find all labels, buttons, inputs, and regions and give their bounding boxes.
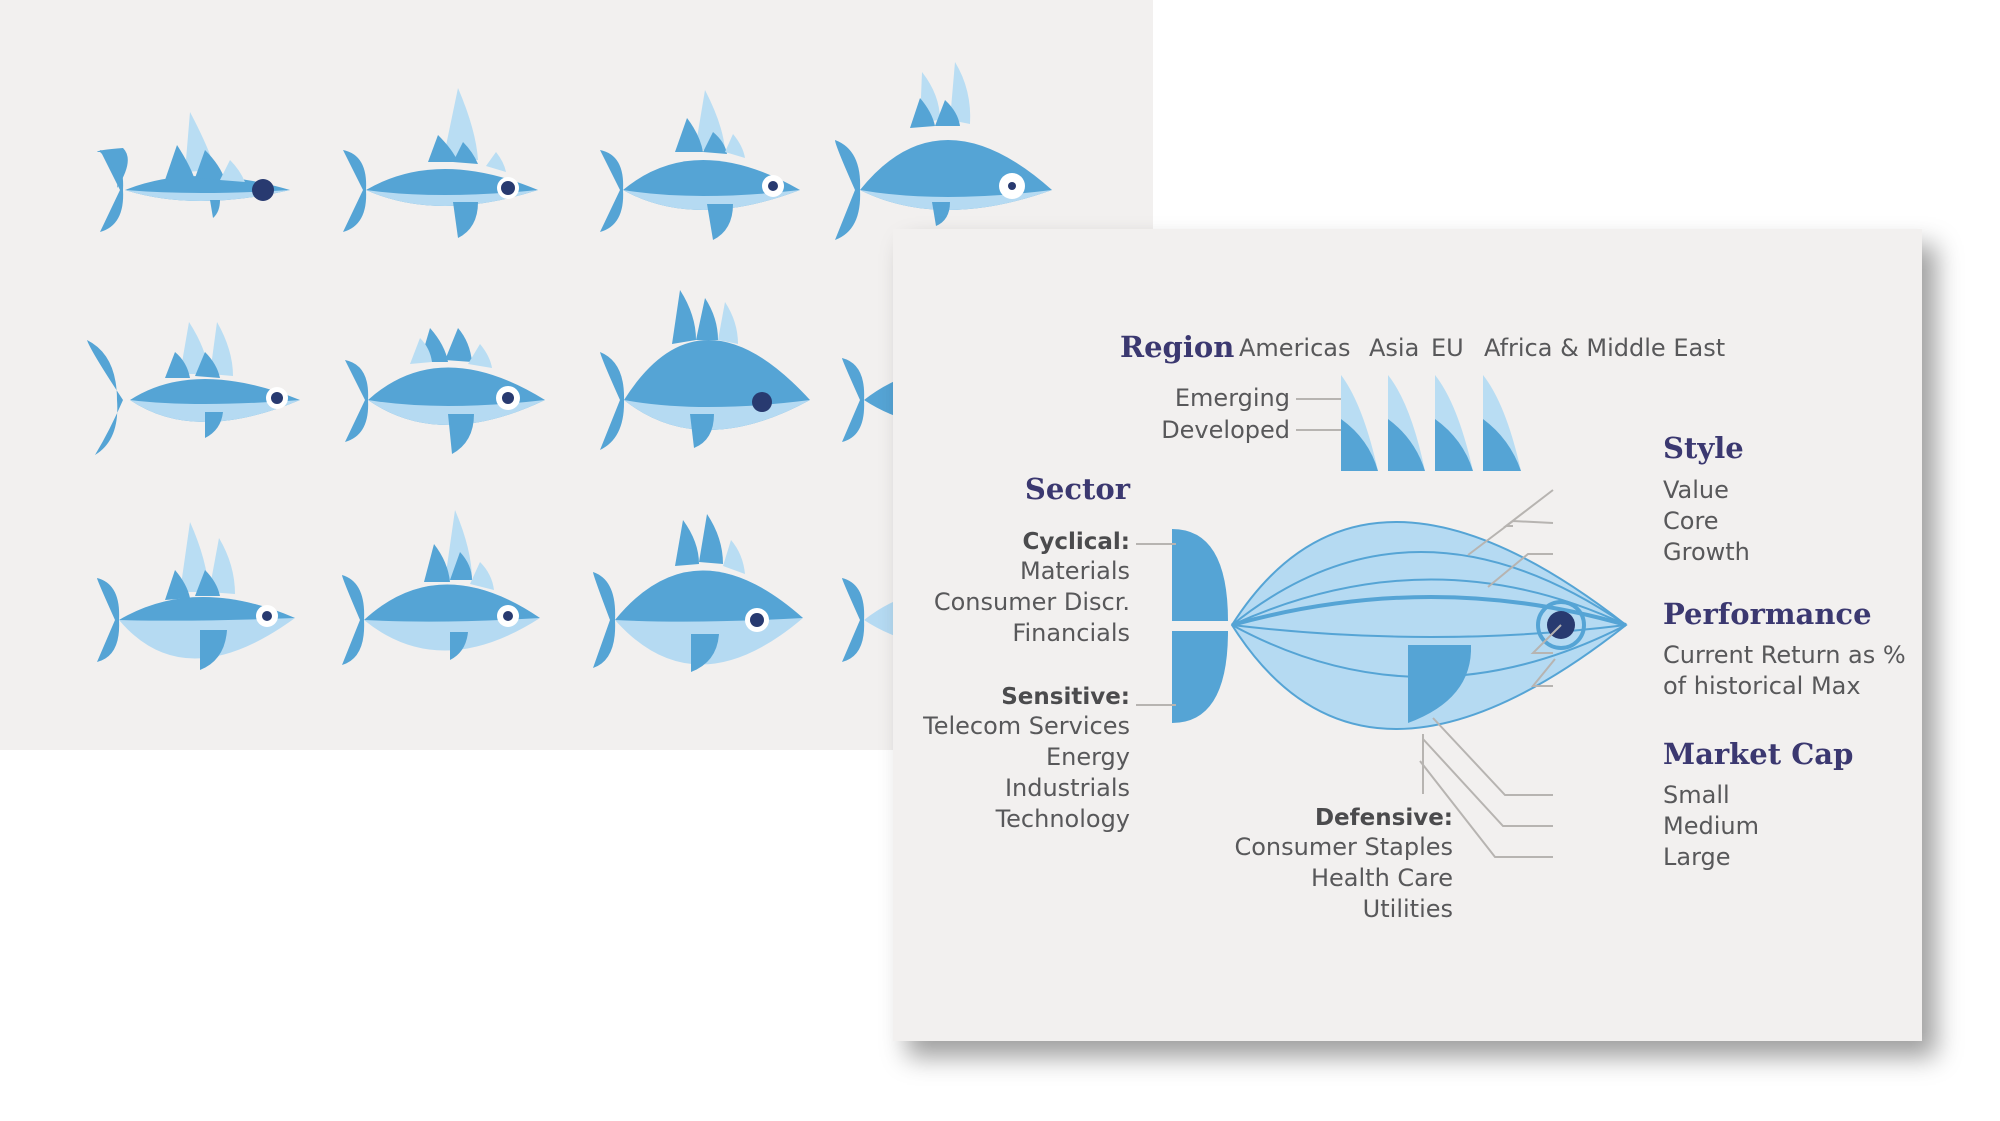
performance-text: Current Return as % of historical Max bbox=[1663, 640, 1906, 702]
leader-lines bbox=[1136, 398, 1562, 858]
fish-glyph bbox=[600, 90, 800, 240]
sensitive-item: Telecom Services bbox=[923, 712, 1130, 740]
cyclical-list: Materials Consumer Discr. Financials bbox=[934, 556, 1130, 649]
sensitive-item: Technology bbox=[995, 805, 1130, 833]
defensive-item: Consumer Staples bbox=[1234, 833, 1453, 861]
eye-ring bbox=[1536, 600, 1586, 650]
defensive-item: Utilities bbox=[1362, 895, 1453, 923]
style-item: Core bbox=[1663, 507, 1719, 535]
defensive-list: Consumer Staples Health Care Utilities bbox=[1234, 832, 1453, 925]
market-cap-item: Large bbox=[1663, 843, 1731, 871]
region-developed: Developed bbox=[1161, 416, 1290, 444]
sensitive-item: Energy bbox=[1045, 743, 1130, 771]
style-title: Style bbox=[1663, 431, 1744, 465]
sensitive-title: Sensitive: bbox=[1001, 684, 1130, 710]
fish-glyph bbox=[343, 88, 538, 238]
style-item: Value bbox=[1663, 476, 1729, 504]
defensive-item: Health Care bbox=[1310, 864, 1453, 892]
fish-glyph bbox=[835, 62, 1052, 240]
market-cap-item: Small bbox=[1663, 781, 1730, 809]
defensive-title: Defensive: bbox=[1314, 805, 1453, 831]
region-emerging: Emerging bbox=[1174, 384, 1290, 412]
region-africa-middle-east: Africa & Middle East bbox=[1484, 334, 1726, 362]
cyclical-title: Cyclical: bbox=[1022, 529, 1130, 555]
fish-glyph bbox=[345, 328, 545, 454]
market-cap-title: Market Cap bbox=[1663, 737, 1854, 771]
fish-glyph bbox=[600, 290, 810, 450]
cyclical-item: Materials bbox=[1019, 557, 1130, 585]
fish-glyph bbox=[97, 522, 295, 670]
performance-title: Performance bbox=[1663, 597, 1872, 631]
region-americas: Americas bbox=[1239, 334, 1351, 362]
fish-glyph bbox=[87, 322, 300, 455]
tail-upper bbox=[1172, 529, 1228, 621]
style-list: Value Core Growth bbox=[1663, 475, 1750, 568]
performance-line: of historical Max bbox=[1663, 672, 1861, 700]
region-fins bbox=[1341, 375, 1521, 471]
region-asia: Asia bbox=[1369, 334, 1420, 362]
legend-card: Region Americas Asia EU Africa & Middle … bbox=[893, 229, 1922, 1041]
sensitive-list: Telecom Services Energy Industrials Tech… bbox=[923, 711, 1130, 835]
tail-lower bbox=[1172, 631, 1228, 723]
performance-line: Current Return as % bbox=[1663, 641, 1906, 669]
region-title: Region bbox=[1120, 330, 1235, 364]
fish-glyph bbox=[97, 112, 290, 232]
fish-glyph bbox=[593, 514, 803, 672]
cyclical-item: Financials bbox=[1012, 619, 1130, 647]
cyclical-item: Consumer Discr. bbox=[933, 588, 1130, 616]
fish-glyph bbox=[342, 510, 540, 665]
style-item: Growth bbox=[1663, 538, 1750, 566]
market-cap-list: Small Medium Large bbox=[1663, 780, 1759, 873]
market-cap-item: Medium bbox=[1663, 812, 1759, 840]
legend-fish-diagram bbox=[1136, 375, 1628, 858]
sensitive-item: Industrials bbox=[1004, 774, 1130, 802]
pectoral-fin bbox=[1408, 645, 1472, 723]
region-eu: EU bbox=[1431, 334, 1464, 362]
sector-title: Sector bbox=[1024, 472, 1130, 506]
